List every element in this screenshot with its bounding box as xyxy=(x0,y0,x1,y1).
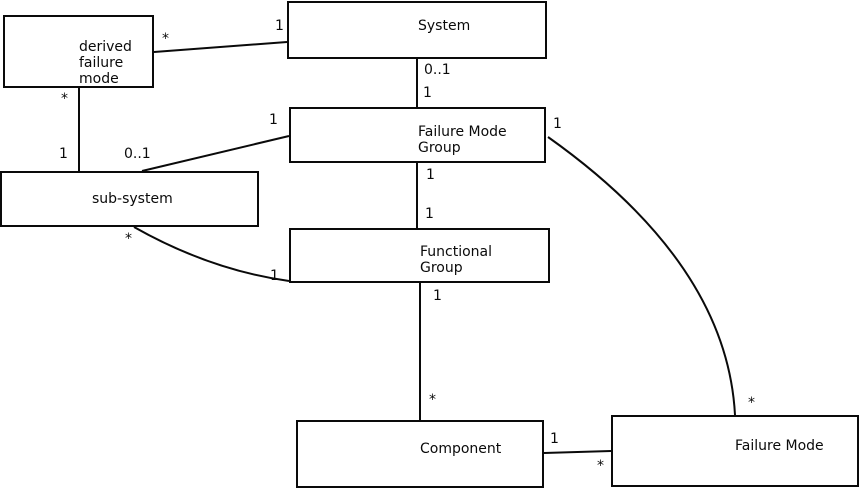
multiplicity-fg-component-near-fg: 1 xyxy=(433,288,442,304)
multiplicity-derived-subsystem-near-derived: * xyxy=(61,91,68,107)
node-label-derived-failure-mode: derived failure mode xyxy=(79,39,132,87)
node-label-failure-mode-group: Failure Mode Group xyxy=(418,124,507,156)
node-sub-system: sub-system xyxy=(0,171,259,227)
edge-sub-system-functional-group xyxy=(133,226,290,282)
node-label-component: Component xyxy=(420,441,502,457)
node-label-system: System xyxy=(418,18,471,34)
node-label-failure-mode: Failure Mode xyxy=(735,438,824,454)
multiplicity-subsystem-fg-near-fg: 1 xyxy=(270,268,279,284)
node-failure-mode: Failure Mode xyxy=(611,415,859,487)
node-system: System xyxy=(287,1,547,59)
multiplicity-system-fmg-near-fmg: 1 xyxy=(423,85,432,101)
multiplicity-fg-component-near-component: * xyxy=(429,392,436,408)
node-component: Component xyxy=(296,420,544,488)
multiplicity-fmg-fg-near-fmg: 1 xyxy=(426,167,435,183)
edge-failure-mode-group-failure-mode xyxy=(547,136,736,416)
multiplicity-subsystem-fmg-near-fmg: 1 xyxy=(269,112,278,128)
node-label-functional-group: Functional Group xyxy=(420,244,493,276)
node-failure-mode-group: Failure Mode Group xyxy=(289,107,546,163)
node-label-sub-system: sub-system xyxy=(92,191,173,207)
edge-component-failure-mode xyxy=(543,450,612,454)
multiplicity-fmg-fg-near-fg: 1 xyxy=(425,206,434,222)
edge-sub-system-failure-mode-group xyxy=(141,135,290,172)
multiplicity-derived-subsystem-near-subsystem: 1 xyxy=(59,146,68,162)
multiplicity-fmg-failuremode-near-failuremode: * xyxy=(748,395,755,411)
multiplicity-subsystem-fmg-near-subsystem: 0..1 xyxy=(124,146,151,162)
multiplicity-subsystem-fg-near-subsystem: * xyxy=(125,231,132,247)
multiplicity-derived-system-near-derived: * xyxy=(162,31,169,47)
multiplicity-component-failuremode-near-component: 1 xyxy=(550,431,559,447)
multiplicity-system-fmg-near-system: 0..1 xyxy=(424,62,451,78)
node-derived-failure-mode: derived failure mode xyxy=(3,15,154,88)
edge-derived-failure-mode-system xyxy=(153,41,288,53)
multiplicity-fmg-failuremode-near-fmg: 1 xyxy=(553,116,562,132)
node-functional-group: Functional Group xyxy=(289,228,550,283)
multiplicity-derived-system-near-system: 1 xyxy=(275,18,284,34)
multiplicity-component-failuremode-near-failuremode: * xyxy=(597,458,604,474)
